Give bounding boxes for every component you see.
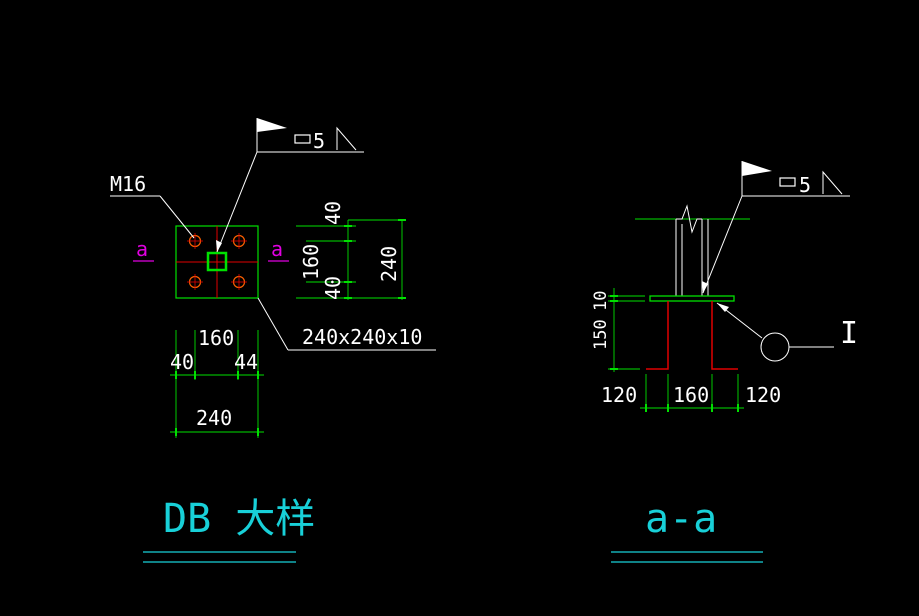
weld-leader-arrow: [216, 240, 222, 252]
column-elevation: [635, 204, 750, 296]
dim-horizontal-right: 44: [234, 350, 258, 374]
central-tube-section: [206, 251, 228, 272]
weld-flag: [742, 161, 772, 176]
detail-leader-arrow: [717, 303, 729, 312]
dim-horizontal-left: 40: [170, 350, 194, 374]
section-mark-letter: a: [136, 237, 148, 261]
fillet-weld-icon: [336, 126, 357, 151]
vertical-dimensions: 40 160 40 240: [296, 201, 406, 300]
db-detail-title: DB 大样: [163, 496, 315, 542]
weld-flag: [257, 118, 287, 132]
weld-box-icon: [294, 134, 311, 144]
horizontal-dimensions: 40 160 44 240: [170, 326, 264, 438]
section-horizontal-dimensions: 120 160 120: [601, 374, 781, 412]
dim-pedestal-height: 150: [591, 319, 611, 350]
section-a-a-view: 5 I 10 150: [591, 161, 858, 563]
weld-size: 5: [313, 129, 325, 153]
detail-circle: [760, 332, 790, 362]
dim-horizontal-left: 120: [601, 383, 637, 407]
dim-vertical-mid: 160: [299, 244, 323, 280]
weld-symbol-section: 5: [702, 161, 850, 294]
weld-size: 5: [799, 173, 811, 197]
section-vertical-dimensions: 10 150: [591, 288, 645, 372]
dim-horizontal-right: 120: [745, 383, 781, 407]
pedestal-outline-left: [646, 301, 669, 370]
bolt-label: M16: [110, 172, 146, 196]
dim-vertical-bottom: 40: [321, 276, 345, 300]
bolt-holes: [187, 233, 247, 290]
section-mark-left: a: [133, 237, 154, 262]
base-plate-section: [649, 295, 735, 302]
dim-vertical-total: 240: [377, 246, 401, 282]
pedestal-outline-right: [711, 301, 738, 370]
detail-callout: I: [716, 302, 858, 362]
section-mark-letter: a: [271, 237, 283, 261]
db-detail-plan-view: M16 a a 5 240x240x10: [110, 118, 436, 563]
section-title: a-a: [645, 496, 717, 542]
fillet-weld-icon: [822, 170, 843, 195]
weld-symbol: 5: [216, 118, 364, 253]
section-mark-right: a: [268, 237, 289, 262]
plate-spec: 240x240x10: [302, 325, 422, 349]
dim-vertical-top: 40: [321, 201, 345, 225]
dim-plate-thickness: 10: [591, 291, 611, 311]
weld-box-icon: [779, 177, 796, 187]
plate-spec-leader: 240x240x10: [257, 297, 436, 351]
dim-horizontal-mid: 160: [198, 326, 234, 350]
detail-mark: I: [840, 316, 858, 351]
bolt-label-leader: M16: [110, 172, 195, 239]
weld-leader-arrow: [702, 281, 708, 293]
dim-horizontal-mid: 160: [673, 383, 709, 407]
dim-horizontal-total: 240: [196, 406, 232, 430]
break-line-symbol: [676, 204, 702, 234]
